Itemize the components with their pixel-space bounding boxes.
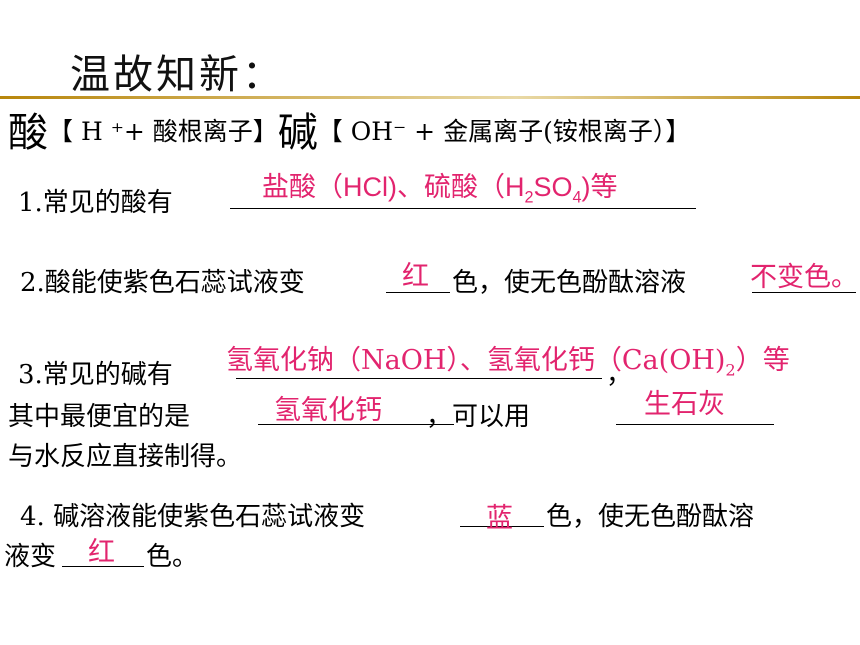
q3-answer-c: 生石灰 xyxy=(644,389,725,420)
q1-prompt: 1.常见的酸有 xyxy=(18,188,173,218)
q4-prompt-a: 4. 碱溶液能使紫色石蕊试液变 xyxy=(20,502,366,532)
q3-comma: ， xyxy=(606,360,633,390)
q3-answer-b: 氢氧化钙 xyxy=(274,395,382,426)
q3-blank-a xyxy=(236,350,602,379)
title-rule xyxy=(0,96,860,99)
q2-prompt-a: 2.酸能使紫色石蕊试液变 xyxy=(20,268,305,298)
q4-prompt-b: 色，使无色酚酞溶 xyxy=(546,502,755,532)
page-title: 温故知新： xyxy=(70,52,285,98)
q3-blank-c xyxy=(616,396,774,425)
q3-answer-a: 氢氧化钠（NaOH）、氢氧化钙（Ca(OH)2）等 xyxy=(226,345,790,380)
q4-prompt-c: 液变 xyxy=(4,542,57,572)
q4-answer-b: 红 xyxy=(88,537,115,568)
acid-definition: 【 H ⁺+ 酸根离子】 xyxy=(48,117,278,146)
q3-prompt-a: 3.常见的碱有 xyxy=(18,360,173,390)
q1-answer: 盐酸（HCl)、硫酸（H2SO4)等 xyxy=(262,172,618,207)
q2-answer-b: 不变色。 xyxy=(750,262,858,293)
q2-prompt-b: 色，使无色酚酞溶液 xyxy=(452,268,687,298)
summary-line: 酸【 H ⁺+ 酸根离子】碱【 OH⁻ + 金属离子(铵根离子）】 xyxy=(8,100,690,158)
q4-answer-a: 蓝 xyxy=(486,503,513,534)
q3-prompt-c: ，可以用 xyxy=(426,402,531,432)
q1-blank xyxy=(230,180,696,209)
q3-prompt-b: 其中最便宜的是 xyxy=(8,402,191,432)
base-definition: 【 OH⁻ + 金属离子(铵根离子）】 xyxy=(317,117,691,146)
q2-blank-a xyxy=(386,264,450,293)
acid-word: 酸 xyxy=(8,110,48,156)
q4-prompt-d: 色。 xyxy=(146,542,199,572)
q4-blank-b xyxy=(62,538,144,567)
q3-blank-b xyxy=(258,396,454,425)
q2-answer-a: 红 xyxy=(402,261,429,292)
q2-blank-b xyxy=(752,264,856,293)
q3-prompt-d: 与水反应直接制得。 xyxy=(8,442,243,472)
q4-blank-a xyxy=(460,498,544,527)
base-word: 碱 xyxy=(277,110,318,156)
